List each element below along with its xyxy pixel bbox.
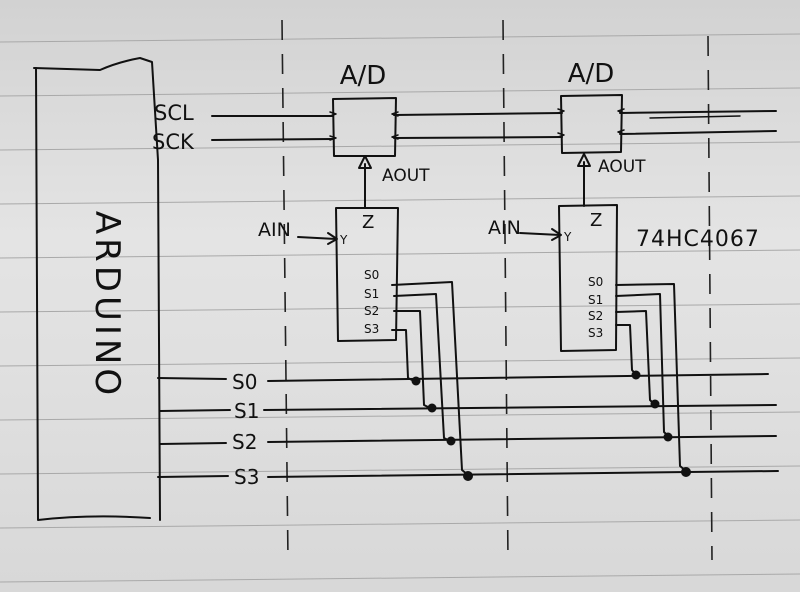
select-line-label-s2: S2 [232,430,257,454]
mux-pin-s0-2: S0 [588,275,603,289]
junction-dot [631,370,641,380]
adc-label-2: A/D [568,59,615,89]
select-line-label-s3: S3 [234,465,259,489]
ain-label-2: AIN [488,217,521,239]
junction-dot [446,436,456,446]
adc-block-2 [557,94,625,154]
arduino-label: ARDUINO [87,211,127,399]
adc-label-1: A/D [340,61,387,91]
mux-pin-s2-1: S2 [364,304,379,318]
notebook-ruling [0,33,800,583]
mux-pin-s3-2: S3 [588,326,603,340]
chip-part-number: 74HC4067 [636,227,760,252]
junction-dot [650,399,660,409]
mux-1-select-wiring [391,281,473,481]
mux-chip-2 [558,204,618,352]
adc-block-1 [329,97,399,157]
ain-input-2 [519,228,562,241]
select-bus [157,373,779,478]
junction-dot [463,471,473,481]
bus-label-scl: SCL [154,101,194,125]
mux-pin-s2-2: S2 [588,309,603,323]
mux-pin-s1-1: S1 [364,287,379,301]
ain-label-1: AIN [258,219,291,241]
i2c-bus [211,110,777,141]
mux-pin-z-2: Z [590,210,602,231]
aout-label-1: AOUT [382,166,430,186]
aout-connection-1 [358,155,372,209]
mux-pin-s1-2: S1 [588,293,603,307]
mux-pin-s3-1: S3 [364,322,379,336]
mux-pin-y-2: Y [563,230,572,244]
mux-2-select-wiring [615,283,691,477]
junction-dot [427,403,437,413]
junction-dot [411,376,421,386]
mux-pin-y-1: Y [339,233,348,247]
ain-input-1 [297,232,338,245]
mux-chip-1 [335,207,399,342]
select-line-label-s1: S1 [234,399,259,423]
mux-pin-s0-1: S0 [364,268,379,282]
junction-dot [663,432,673,442]
junction-dot [681,467,691,477]
arduino-board [33,57,161,521]
select-line-label-s0: S0 [232,370,257,394]
aout-label-2: AOUT [598,157,646,177]
bus-label-sck: SCK [152,130,195,154]
aout-connection-2 [577,153,591,207]
mux-pin-z-1: Z [362,212,374,233]
dashed-separators [281,19,713,561]
